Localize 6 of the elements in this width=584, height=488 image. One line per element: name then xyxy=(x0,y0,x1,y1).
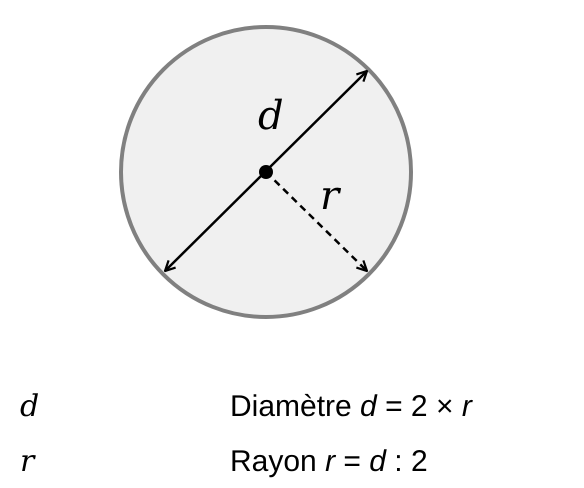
symbol-label: d xyxy=(20,392,40,422)
radius-label: r xyxy=(320,176,340,216)
symbol-label: r xyxy=(20,447,34,477)
formula-text: Rayon r = d : 2 xyxy=(230,447,428,477)
diameter-label: d xyxy=(258,96,284,136)
formula-text: Diamètre d = 2 × r xyxy=(230,392,472,422)
